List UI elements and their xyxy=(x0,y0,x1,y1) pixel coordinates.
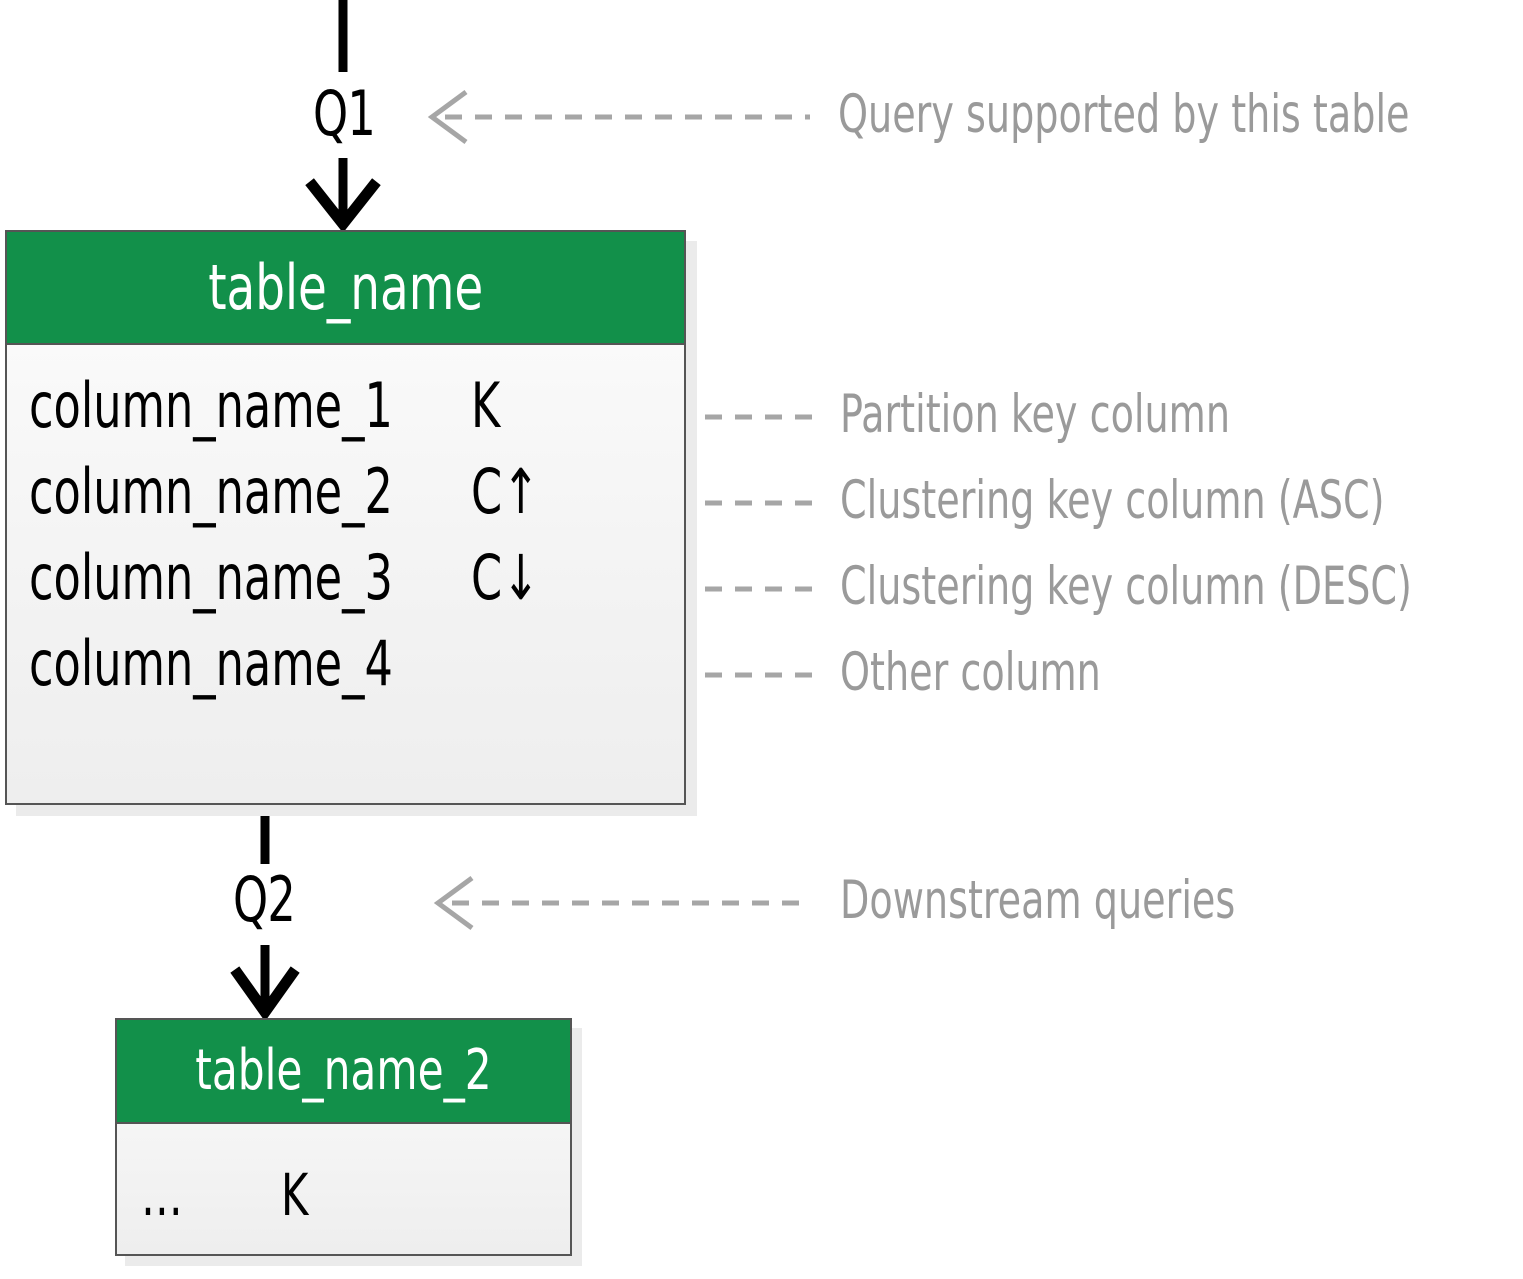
annotation-clustering-asc: Clustering key column (ASC) xyxy=(840,470,1385,531)
table-row[interactable]: column_name_2 C↑ xyxy=(7,455,684,529)
q2-arrow-to-table2 xyxy=(230,945,300,1022)
annotation-partition-key: Partition key column xyxy=(840,384,1231,445)
table-header-main: table_name xyxy=(7,232,684,345)
column-name: column_name_3 xyxy=(29,541,393,614)
table-header-second: table_name_2 xyxy=(117,1020,570,1124)
annotation-clustering-desc: Clustering key column (DESC) xyxy=(840,556,1412,617)
table-name-label: table_name xyxy=(207,250,483,324)
column-key-tag: C↑ xyxy=(471,455,540,528)
card-body: table_name column_name_1 K column_name_2… xyxy=(5,230,686,805)
column-name: … xyxy=(141,1161,183,1229)
column-name: column_name_1 xyxy=(29,369,393,442)
column-key-tag: C↓ xyxy=(471,541,540,614)
card-body: table_name_2 … K xyxy=(115,1018,572,1256)
column-name: column_name_4 xyxy=(29,627,393,700)
table-row[interactable]: column_name_1 K xyxy=(7,369,684,443)
column-key-tag: K xyxy=(281,1161,309,1229)
table-row[interactable]: column_name_4 xyxy=(7,627,684,701)
column-list-main: column_name_1 K column_name_2 C↑ column_… xyxy=(7,345,684,803)
table-name-label: table_name_2 xyxy=(195,1038,492,1103)
annotation-query-supported: Query supported by this table xyxy=(838,84,1410,145)
annotation-downstream-queries: Downstream queries xyxy=(840,870,1236,931)
annotation-other-column: Other column xyxy=(840,642,1101,703)
table-card-second[interactable]: table_name_2 … K xyxy=(115,1018,582,1266)
q1-arrow-to-table xyxy=(305,158,381,233)
column-name: column_name_2 xyxy=(29,455,393,528)
column-list-second: … K xyxy=(117,1124,570,1254)
leader-line-q2 xyxy=(433,875,812,931)
table-card-main[interactable]: table_name column_name_1 K column_name_2… xyxy=(5,230,697,816)
table-row[interactable]: column_name_3 C↓ xyxy=(7,541,684,615)
table-row[interactable]: … K xyxy=(117,1160,570,1230)
column-key-tag: K xyxy=(471,369,501,442)
query-label-q2: Q2 xyxy=(233,863,296,936)
query-label-q1: Q1 xyxy=(313,77,376,150)
leader-line-q1 xyxy=(427,89,810,145)
